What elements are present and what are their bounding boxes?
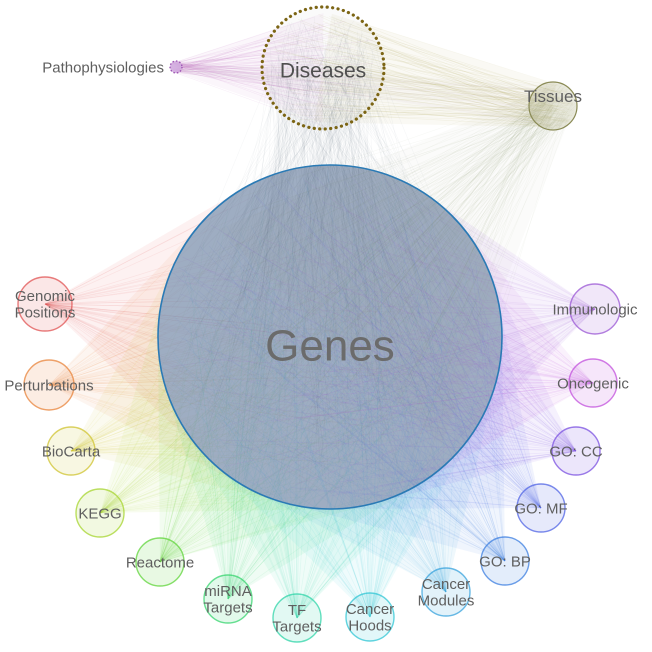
fan-go-cc	[158, 164, 576, 509]
label-diseases: Diseases	[280, 59, 366, 82]
label-oncogenic: Oncogenic	[557, 375, 629, 392]
label-immunologic: Immunologic	[552, 301, 638, 318]
label-genes: Genes	[265, 321, 395, 370]
node-mirna-targets[interactable]	[203, 574, 253, 624]
fan-cancer-hoods	[157, 165, 502, 618]
node-diseases[interactable]	[260, 5, 386, 131]
fan-mirna-targets	[157, 164, 502, 599]
fan-tf-targets	[158, 164, 503, 618]
node-cancer-hoods[interactable]	[345, 592, 395, 642]
node-immunologic[interactable]	[569, 283, 621, 335]
node-cancer-modules[interactable]	[421, 567, 471, 617]
label-go-cc: GO: CC	[549, 443, 603, 460]
fan-immunologic	[158, 165, 595, 510]
label-go-mf: GO: MF	[514, 500, 567, 517]
node-oncogenic[interactable]	[568, 358, 618, 408]
node-go-bp[interactable]	[480, 536, 530, 586]
band-pathophysiologies-diseases	[176, 13, 324, 123]
node-tf-targets[interactable]	[272, 593, 322, 643]
node-kegg[interactable]	[75, 488, 125, 538]
label-kegg: KEGG	[78, 505, 121, 522]
label-pathophysiologies: Pathophysiologies	[42, 59, 164, 76]
label-perturbations: Perturbations	[4, 377, 93, 394]
node-go-mf[interactable]	[516, 483, 566, 533]
fan-oncogenic	[158, 165, 593, 510]
node-reactome[interactable]	[135, 537, 185, 587]
node-perturbations[interactable]	[23, 359, 75, 411]
label-reactome: Reactome	[126, 554, 194, 571]
node-pathophysiologies[interactable]	[169, 60, 183, 74]
fan-go-mf	[157, 165, 542, 510]
label-tissues: Tissues	[524, 87, 582, 106]
fan-reactome	[157, 165, 502, 562]
node-go-cc[interactable]	[551, 426, 601, 476]
node-tissues[interactable]	[528, 81, 578, 131]
node-genes[interactable]	[157, 164, 503, 510]
nodes-layer	[17, 5, 621, 643]
node-genomic-positions[interactable]	[17, 276, 73, 332]
fan-genomic-positions	[45, 165, 502, 510]
fan-perturbations	[49, 165, 503, 510]
fan-kegg	[100, 165, 503, 514]
fan-edges-layer	[44, 164, 596, 619]
label-biocarta: BioCarta	[42, 443, 101, 460]
fan-go-bp	[158, 164, 506, 561]
node-biocarta[interactable]	[46, 426, 96, 476]
connection-edges-layer	[164, 13, 576, 504]
fan-biocarta	[71, 164, 503, 509]
label-go-bp: GO: BP	[479, 553, 531, 570]
